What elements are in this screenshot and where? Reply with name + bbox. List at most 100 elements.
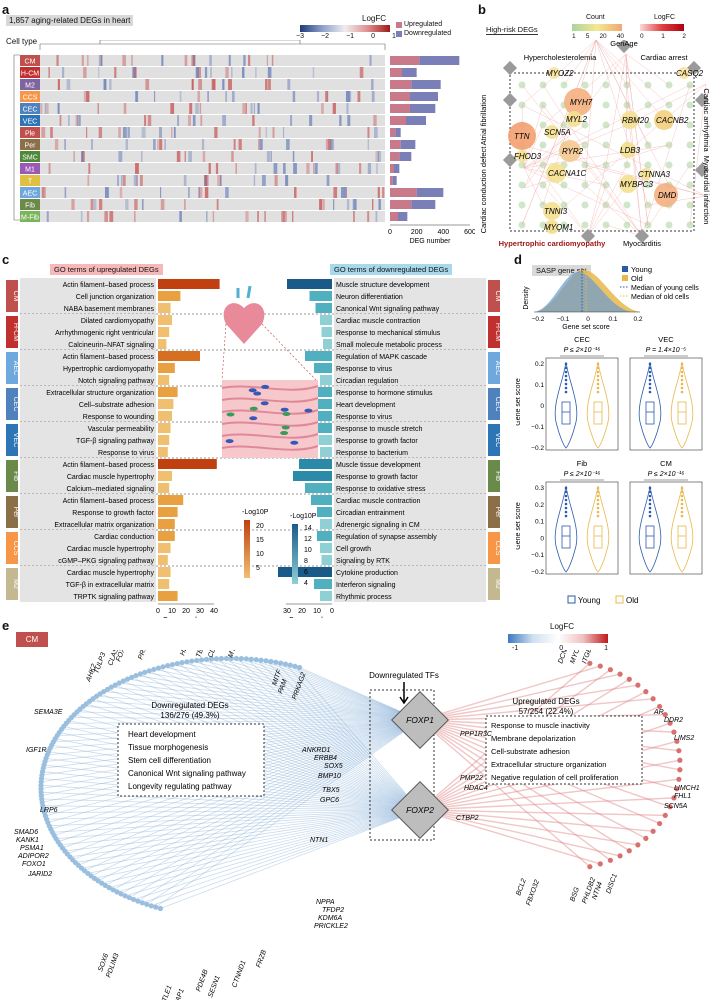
heart-shape bbox=[223, 303, 265, 344]
density-xlabel: Gene set score bbox=[562, 324, 610, 331]
up-legend-label: Upregulated bbox=[404, 21, 443, 28]
outlier-point bbox=[596, 390, 600, 394]
down-go-bar bbox=[320, 375, 332, 385]
violin-ytick: 0.2 bbox=[535, 361, 544, 368]
heatmap-cell bbox=[267, 79, 269, 90]
down-edge bbox=[112, 719, 421, 891]
young-label: Young bbox=[631, 265, 652, 274]
down-gene-node bbox=[287, 662, 293, 668]
gene-bubble bbox=[620, 142, 636, 158]
up-gene-node bbox=[635, 842, 641, 848]
down-gene-node bbox=[148, 903, 154, 909]
go-group-tag bbox=[488, 352, 500, 384]
b-edge bbox=[523, 144, 544, 189]
up-gene-node bbox=[677, 757, 683, 763]
e-logfc-colorbar bbox=[508, 634, 608, 643]
up-legend-tick: 10 bbox=[256, 551, 264, 558]
violin-ytick: 0.2 bbox=[535, 502, 544, 509]
up-go-bar bbox=[158, 507, 178, 517]
heatmap-cell bbox=[54, 139, 59, 150]
down-go-bar bbox=[320, 543, 332, 553]
down-go-term: Interferon signaling bbox=[336, 582, 396, 589]
heatmap-cell bbox=[40, 103, 43, 114]
gene-label: MYH7 bbox=[570, 98, 593, 107]
up-xtick: 20 bbox=[182, 608, 190, 615]
down-gene-label: SEMA3E bbox=[34, 709, 63, 716]
up-gene-label: AR bbox=[653, 709, 664, 716]
heatmap-cell bbox=[93, 199, 97, 210]
down-gene-label: NPPA bbox=[316, 899, 335, 906]
up-bar bbox=[390, 128, 396, 137]
up-go-term: Actin filament–based process bbox=[63, 498, 155, 505]
down-gene-node bbox=[102, 882, 108, 889]
up-bar bbox=[390, 56, 420, 65]
up-term-bg bbox=[20, 422, 156, 458]
heatmap-cell bbox=[322, 199, 325, 210]
young-swatch bbox=[622, 266, 628, 272]
up-go-term: Cardiac muscle hypertrophy bbox=[67, 546, 155, 553]
down-edge bbox=[129, 719, 421, 899]
down-edge bbox=[135, 675, 421, 721]
go-group-tag bbox=[6, 532, 18, 564]
gene-bubble bbox=[559, 140, 581, 162]
outlier-point bbox=[680, 378, 684, 382]
heatmap-cell bbox=[198, 79, 203, 90]
heatmap-cell bbox=[123, 103, 127, 114]
down-bar bbox=[400, 140, 416, 149]
down-go-bar bbox=[317, 507, 332, 517]
up-gene-node bbox=[597, 861, 603, 867]
violin-shape bbox=[670, 361, 694, 449]
down-gene-node bbox=[223, 655, 230, 662]
heatmap-cell bbox=[231, 151, 234, 162]
up-gene-node bbox=[643, 835, 649, 841]
outlier-point bbox=[564, 486, 568, 490]
gene-node bbox=[665, 221, 673, 229]
up-go-bar bbox=[158, 435, 170, 445]
go-group-tag bbox=[6, 352, 18, 384]
down-edge bbox=[265, 660, 421, 811]
disease-node bbox=[502, 92, 518, 108]
heatmap-cell bbox=[250, 103, 253, 114]
heatmap-cell bbox=[86, 91, 90, 102]
outlier-point bbox=[680, 506, 684, 510]
down-xlabel: Gene number bbox=[289, 617, 332, 618]
heatmap-cell bbox=[184, 55, 188, 66]
cell-nucleus bbox=[290, 440, 299, 445]
heatmap-row bbox=[40, 187, 385, 198]
b-edge bbox=[584, 184, 643, 237]
down-edge bbox=[123, 680, 421, 811]
heatmap-cell bbox=[183, 175, 187, 186]
heatmap-cell bbox=[268, 79, 271, 90]
violin-pvalue: P ≤ 2×10⁻¹⁶ bbox=[564, 471, 601, 478]
gene-label: SCN5A bbox=[544, 128, 571, 137]
up-go-bar bbox=[158, 447, 168, 457]
celltype-name: M-Fib bbox=[21, 215, 39, 222]
down-edge bbox=[103, 691, 421, 721]
heatmap-cell bbox=[191, 55, 195, 66]
down-gene-label: CDK14 bbox=[207, 650, 221, 659]
old-swatch bbox=[622, 275, 628, 281]
violin-ytick: 0.1 bbox=[535, 519, 544, 526]
go-group-tag bbox=[488, 496, 500, 528]
down-edge bbox=[83, 706, 421, 721]
heatmap-cell bbox=[125, 199, 129, 210]
down-edge bbox=[96, 695, 421, 721]
celltype-name: Fib bbox=[25, 203, 35, 210]
gene-label: MYOM1 bbox=[544, 223, 573, 232]
panel-a-heatmap: CMH-CMM2CCSCECVECPlePerSMCM1TAECFibM-Fib… bbox=[13, 40, 475, 245]
outlier-point bbox=[680, 362, 684, 366]
down-summary-title: Downregulated DEGs bbox=[151, 701, 228, 710]
celltype-swatch bbox=[20, 151, 40, 162]
down-edge bbox=[97, 719, 421, 882]
down-edge bbox=[172, 664, 421, 721]
heatmap-cell bbox=[87, 175, 90, 186]
down-go-term: Small molecule metabolic process bbox=[336, 342, 442, 349]
down-gene-node bbox=[213, 656, 220, 662]
heatmap-cell bbox=[292, 91, 296, 102]
up-term: Extracellular structure organization bbox=[491, 760, 606, 769]
go-group-name: CEC bbox=[12, 397, 19, 412]
heart-illustration bbox=[221, 285, 319, 458]
up-xtick: 10 bbox=[168, 608, 176, 615]
